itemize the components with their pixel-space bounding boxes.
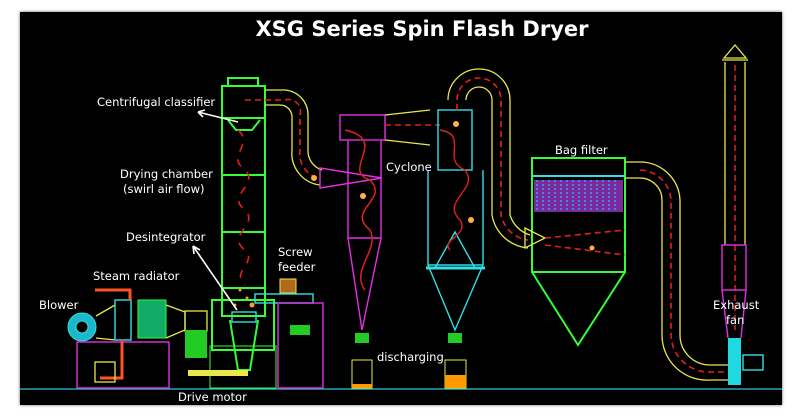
label-discharging: discharging [377, 350, 444, 364]
duct-cyclone1-to-cyclone2 [384, 109, 431, 146]
exhaust-stack [721, 43, 764, 385]
label-fan: fan [726, 313, 744, 327]
cyclone-2 [426, 109, 485, 389]
label-blower: Blower [39, 298, 79, 312]
label-bag-filter: Bag filter [555, 143, 608, 157]
blower [67, 304, 116, 342]
airflow-line [245, 98, 319, 179]
label-drying-chamber: Drying chamber [120, 167, 213, 181]
label-steam-radiator: Steam radiator [93, 269, 180, 283]
cyclone-1 [319, 114, 386, 389]
label-screw: Screw [278, 245, 313, 259]
label-centrifugal-classifier: Centrifugal classifier [97, 95, 215, 109]
label-drive-motor: Drive motor [178, 390, 247, 404]
diagram-panel [20, 12, 782, 405]
screw-feeder [254, 278, 324, 389]
bag-filter [524, 157, 626, 347]
particle [311, 175, 317, 181]
label-feeder: feeder [278, 260, 316, 274]
label-exhaust: Exhaust [713, 298, 760, 312]
drying-chamber [185, 77, 277, 389]
label-desintegrator: Desintegrator [126, 230, 206, 244]
label-swirl-air-flow: (swirl air flow) [123, 182, 204, 196]
duct-bagfilter-to-exhaust [625, 161, 728, 381]
steam-trap [94, 361, 116, 383]
label-cyclone: Cyclone [386, 160, 432, 174]
desintegrator-arrow [192, 245, 238, 311]
diagram-title: XSG Series Spin Flash Dryer [255, 17, 589, 41]
radiator-frame [76, 341, 170, 389]
duct-classifier-to-cyclone [265, 89, 323, 186]
classifier-arrow [197, 109, 239, 123]
duct-cyclone2-to-bagfilter [447, 68, 531, 249]
